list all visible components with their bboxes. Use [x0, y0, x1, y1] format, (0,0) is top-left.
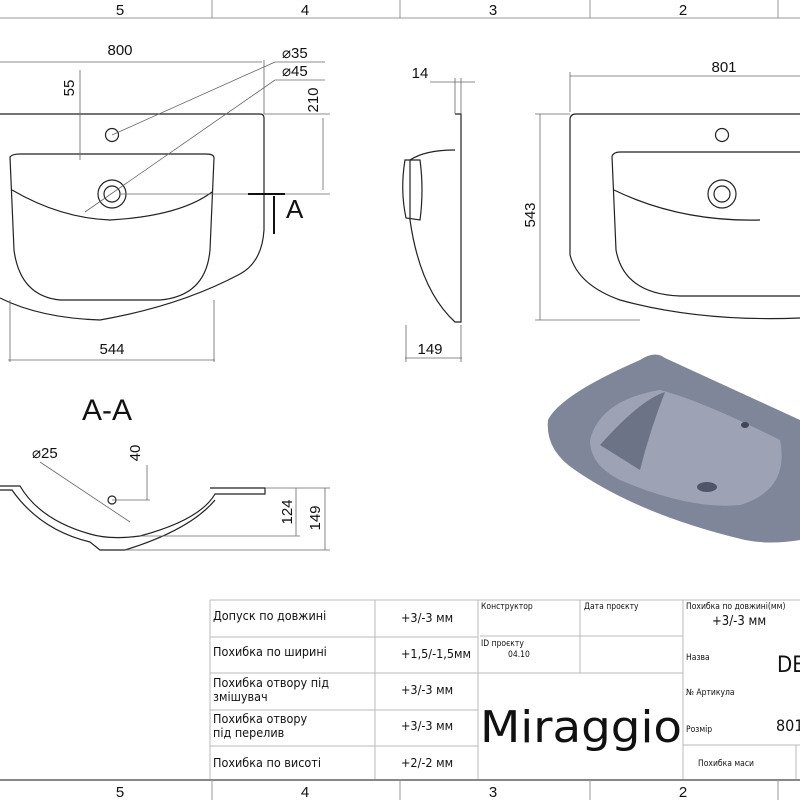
section-marker: [248, 193, 285, 234]
row-label: Похибка по ширині: [213, 644, 327, 659]
ruler-label: 4: [301, 2, 309, 19]
ruler-label: 2: [679, 2, 687, 19]
section-view: [0, 485, 266, 551]
section-title: A-A: [82, 394, 132, 427]
front-dimensions: [0, 60, 330, 362]
bottom-ruler: [211, 780, 779, 800]
dim-bowl-width: 544: [99, 341, 124, 358]
row-value: +3/-3 мм: [401, 610, 453, 625]
dim-section-offset: 40: [127, 445, 144, 462]
mass-tol-label: Похибка маси: [698, 758, 754, 769]
size-value: 801: [776, 716, 800, 735]
ruler-label: 5: [116, 784, 124, 800]
dim-mixer-hole: ⌀35: [282, 45, 308, 62]
section-label: A: [286, 194, 304, 224]
date-label: Дата проєкту: [584, 602, 639, 612]
length-tol: +3/-3 мм: [712, 614, 766, 629]
top-ruler: [0, 0, 800, 19]
section-dimensions: [39, 461, 330, 551]
row-value: +3/-3 мм: [401, 718, 453, 733]
ruler-label: 5: [116, 2, 124, 19]
front-view: [0, 113, 265, 321]
top-view: [569, 113, 800, 320]
dim-hole-depth: 210: [305, 87, 322, 112]
dim-top-length: 543: [522, 202, 539, 227]
side-view: [402, 113, 462, 323]
title-block: [209, 599, 800, 780]
dim-drain-hole: ⌀45: [282, 63, 308, 80]
row-value: +1,5/-1,5мм: [401, 646, 471, 661]
dim-top-width: 801: [711, 59, 736, 76]
row-label: Похибка по висоті: [213, 755, 321, 770]
row-label: Похибка отвору під: [213, 675, 329, 690]
side-dimensions: [405, 78, 475, 362]
dim-overflow: ⌀25: [32, 445, 58, 462]
length-tol-label: Похибка по довжині(мм): [686, 601, 785, 612]
dim-side-depth: 149: [417, 341, 442, 358]
dim-section-depth: 149: [307, 505, 324, 530]
brand-logo: Miraggio: [480, 702, 682, 753]
name-value: DE: [777, 653, 800, 678]
project-id-label: ID проєкту: [481, 639, 524, 649]
row-label: змішувач: [213, 689, 268, 704]
top-dimensions: [535, 72, 800, 321]
ruler-label: 4: [301, 784, 309, 800]
sink-render: [547, 354, 800, 543]
ruler-label: 3: [489, 2, 497, 19]
designer-label: Конструктор: [481, 602, 533, 612]
ruler-label: 3: [489, 784, 497, 800]
article-label: № Артикула: [686, 688, 735, 698]
dim-offset: 55: [61, 80, 78, 97]
name-label: Назва: [686, 653, 710, 663]
size-label: Розмір: [686, 725, 712, 735]
row-value: +3/-3 мм: [401, 682, 453, 697]
row-label: Похибка отвору: [213, 711, 308, 726]
dim-inner-depth: 124: [279, 499, 296, 524]
ruler-label: 2: [679, 784, 687, 800]
dim-width: 800: [107, 42, 132, 59]
project-id: 04.10: [508, 650, 530, 660]
dim-thickness: 14: [412, 65, 429, 82]
row-label: під перелив: [213, 725, 284, 740]
row-label: Допуск по довжині: [213, 608, 326, 623]
row-value: +2/-2 мм: [401, 755, 453, 770]
